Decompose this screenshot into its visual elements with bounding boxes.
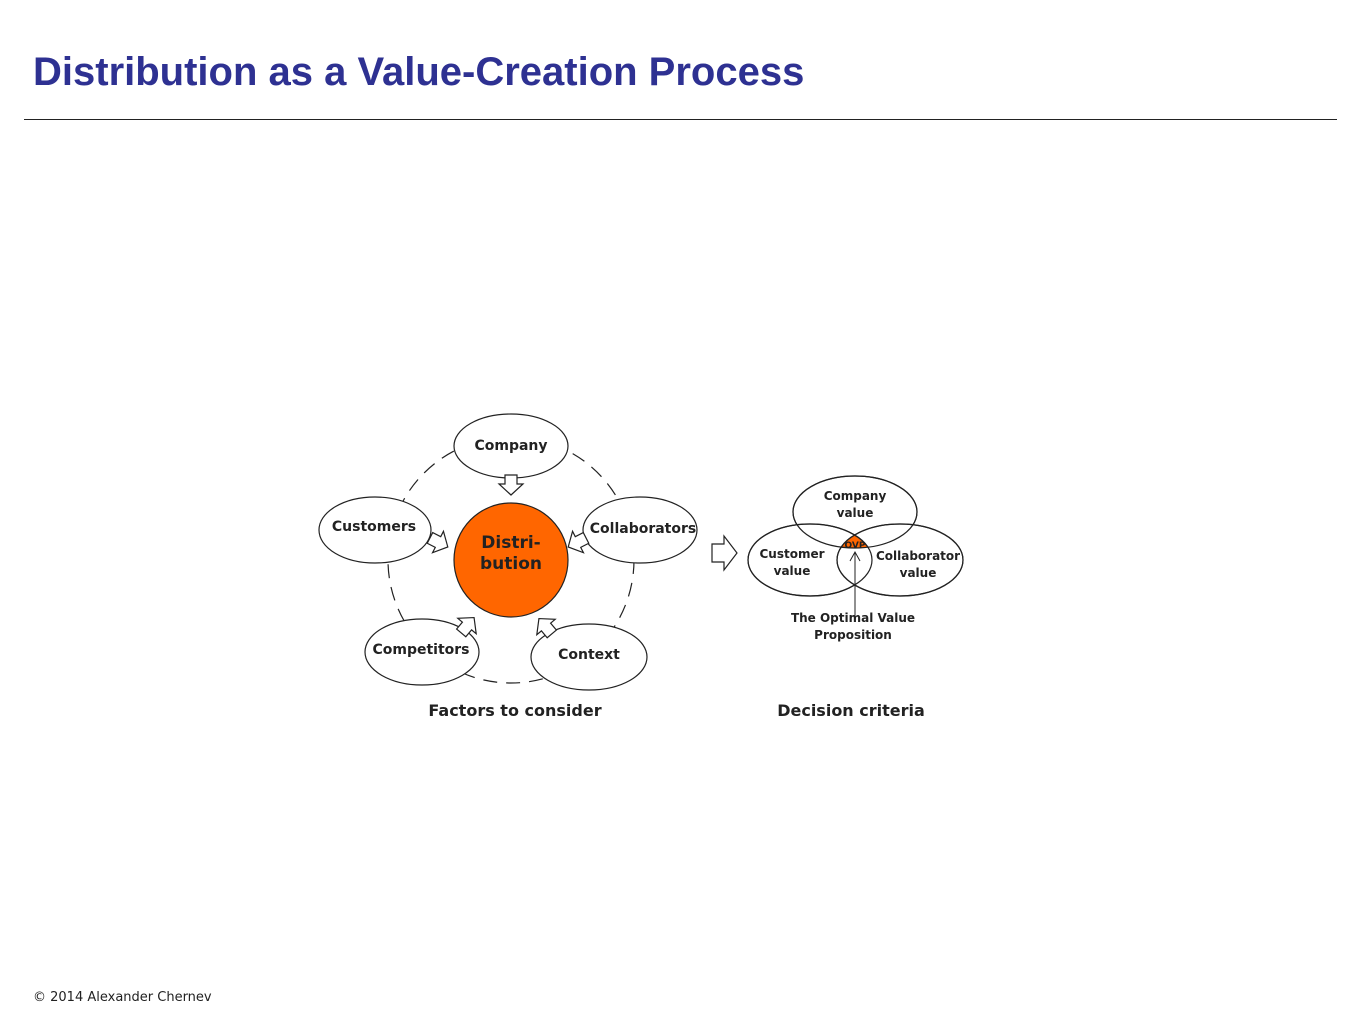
customers-arrow-icon xyxy=(426,529,449,554)
company-arrow-icon xyxy=(497,474,525,496)
context-node: Context xyxy=(530,623,648,691)
distribution-label-2: bution xyxy=(480,554,542,574)
ovp-description-2: Proposition xyxy=(814,628,892,642)
distribution-circle xyxy=(453,502,569,618)
collaborators-label: Collaborators xyxy=(590,521,696,537)
ovp-label: OVP xyxy=(845,541,866,551)
copyright-footer: © 2014 Alexander Chernev xyxy=(33,990,212,1005)
customers-label: Customers xyxy=(332,519,416,535)
competitors-arrow-icon xyxy=(455,616,477,638)
customer-value-label-1: Customer xyxy=(759,547,824,561)
company-value-label-2: value xyxy=(837,506,874,520)
company-value-label-1: Company xyxy=(824,489,887,503)
ovp-pointer-head-icon xyxy=(849,550,861,562)
company-node: Company xyxy=(453,413,569,479)
factors-caption: Factors to consider xyxy=(428,701,601,720)
criteria-caption: Decision criteria xyxy=(777,701,925,720)
customers-node: Customers xyxy=(318,496,432,564)
distribution-label-1: Distri- xyxy=(481,533,540,553)
context-arrow-icon xyxy=(536,617,558,639)
transition-arrow-icon xyxy=(711,534,738,572)
collaborator-value-label-1: Collaborator xyxy=(876,549,960,563)
page-title: Distribution as a Value-Creation Process xyxy=(33,50,805,94)
value-venn: OVP Company value Customer value Collabo… xyxy=(747,475,964,642)
company-label: Company xyxy=(474,438,547,454)
title-divider xyxy=(24,119,1337,120)
context-label: Context xyxy=(558,647,620,663)
collaborators-node: Collaborators xyxy=(582,496,698,564)
ovp-description-1: The Optimal Value xyxy=(791,611,915,625)
collaborators-arrow-icon xyxy=(567,529,590,554)
customer-value-label-2: value xyxy=(774,564,811,578)
competitors-label: Competitors xyxy=(372,642,469,658)
competitors-node: Competitors xyxy=(364,618,480,686)
collaborator-value-label-2: value xyxy=(900,566,937,580)
